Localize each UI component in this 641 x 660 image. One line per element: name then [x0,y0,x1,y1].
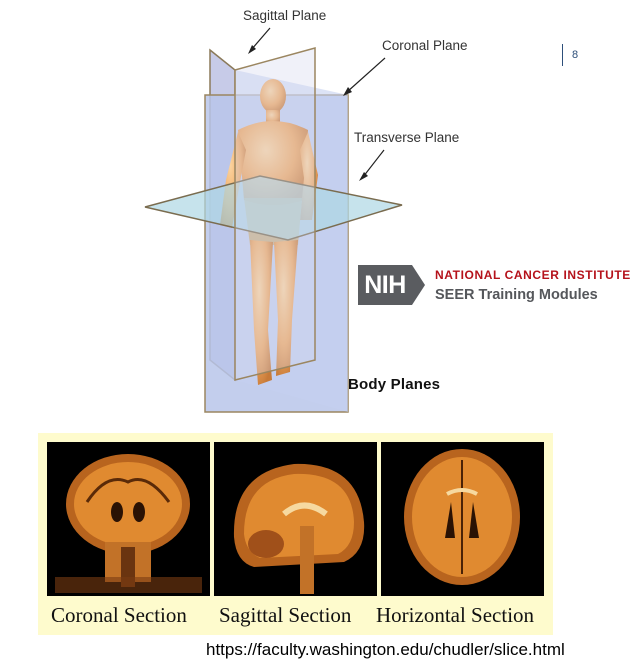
program-name: SEER Training Modules [435,287,598,303]
sagittal-pointer [250,27,271,51]
horizontal-section-caption: Horizontal Section [376,603,535,627]
source-url[interactable]: https://faculty.washington.edu/chudler/s… [206,640,565,659]
nih-arrow-shape [412,265,425,305]
coronal-plane-label: Coronal Plane [382,38,468,53]
body-planes-illustration [144,27,403,413]
coronal-section-caption: Coronal Section [51,603,187,627]
transverse-pointer [362,149,385,178]
transverse-plane [144,175,403,241]
body-planes-caption: Body Planes [348,376,441,393]
nih-seer-logo: NIH NATIONAL CANCER INSTITUTE SEER Train… [358,264,633,310]
coronal-pointer [346,57,386,93]
sagittal-plane-label: Sagittal Plane [243,8,327,23]
mri-sections-panel: Coronal Section Sagittal Section Horizon… [38,433,553,635]
horizontal-mri-image [381,442,544,596]
coronal-mri-image [47,442,210,596]
sagittal-section-caption: Sagittal Section [219,603,352,627]
nih-mark: NIH [358,265,412,305]
institute-name: NATIONAL CANCER INSTITUTE [435,268,631,282]
slide-number: 8 [562,44,578,66]
transverse-plane-label: Transverse Plane [354,130,460,145]
sagittal-mri-image [214,442,377,596]
body-planes-figure: Sagittal Plane Coronal Plane Transverse … [140,0,480,420]
